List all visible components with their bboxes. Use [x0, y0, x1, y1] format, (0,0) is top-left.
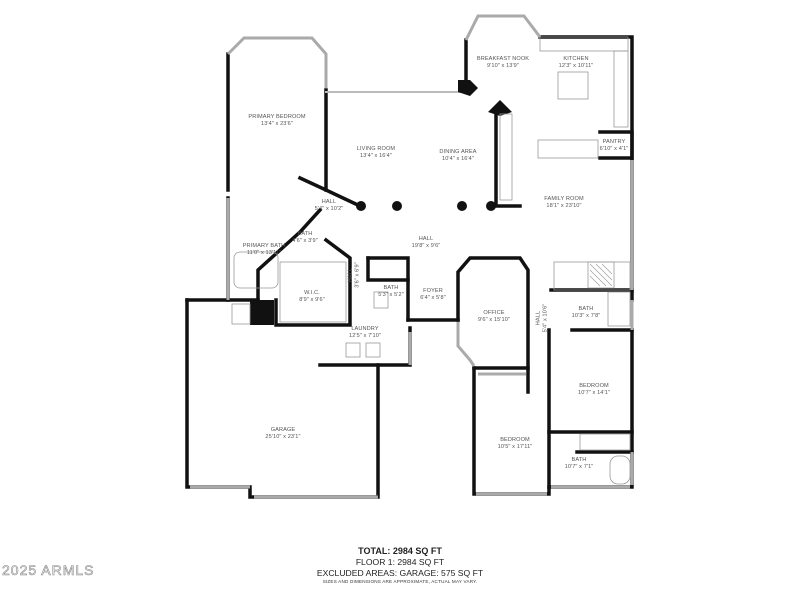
room-name: FAMILY ROOM — [544, 196, 584, 202]
room-dimensions: 11'0" x 13'11" — [246, 249, 282, 256]
room-dimensions: 4'6" x 3'9" — [292, 237, 318, 244]
total-area: TOTAL: 2984 SQ FT — [358, 546, 442, 556]
room-dimensions: 13'4" x 23'6" — [261, 120, 293, 127]
room-name: FOYER — [423, 288, 443, 294]
exterior-walls — [185, 35, 634, 499]
room-name: GARAGE — [270, 427, 296, 433]
room-name: OFFICE — [483, 310, 505, 316]
room-dimensions: 5'3" x 5'2" — [378, 291, 404, 298]
room-name: BATH — [383, 285, 399, 291]
room-name: BEDROOM — [500, 437, 530, 443]
room-dimensions: 19'8" x 9'6" — [411, 242, 441, 249]
room-dimensions: 25'10" x 23'1" — [265, 433, 301, 440]
room-label-wic: W.I.C.8'9" x 9'6" — [299, 290, 325, 303]
room-dimensions: 10'4" x 16'4" — [442, 155, 474, 162]
room-name: PANTRY — [602, 139, 626, 145]
room-dimensions: 10'7" x 7'1" — [564, 463, 594, 470]
room-name: HALL — [535, 310, 542, 326]
columns — [250, 80, 512, 325]
room-name: BEDROOM — [579, 383, 609, 389]
room-dimensions: 3'6" x 6'9" — [354, 262, 360, 288]
room-dimensions: 9'10" x 13'9" — [487, 62, 519, 69]
room-dimensions: 8'9" x 9'6" — [299, 296, 325, 303]
excluded-areas: EXCLUDED AREAS: GARAGE: 575 SQ FT — [316, 568, 484, 578]
room-name: BATH — [571, 457, 587, 463]
room-dimensions: 6'4" x 5'8" — [420, 294, 446, 301]
room-dimensions: 12'3" x 10'11" — [558, 62, 594, 69]
room-dimensions: 12'5" x 7'10" — [349, 332, 381, 339]
fireplace-hatch — [589, 263, 613, 287]
room-dimensions: 10'3" x 7'8" — [571, 312, 601, 319]
floor-area: FLOOR 1: 2984 SQ FT — [355, 557, 445, 567]
room-name: KITCHEN — [563, 56, 589, 62]
room-name: HALL — [418, 236, 434, 242]
room-name: PRIMARY BEDROOM — [248, 114, 306, 120]
room-dimensions: 10'5" x 17'11" — [497, 443, 533, 450]
room-name: HALL — [321, 199, 337, 205]
room-name: HALL — [347, 267, 354, 283]
room-name: BATH — [297, 231, 313, 237]
watermark: 2025 ARMLS — [2, 562, 95, 579]
fixtures — [231, 36, 631, 485]
windows — [190, 14, 634, 499]
room-dimensions: 13'4" x 16'4" — [360, 152, 392, 159]
room-dimensions: 6'10" x 4'1" — [599, 145, 629, 152]
room-dimensions: 10'7" x 14'1" — [578, 389, 610, 396]
room-dimensions: 9'6" x 15'10" — [478, 316, 510, 323]
room-name: DINING AREA — [439, 149, 477, 155]
room-name: LIVING ROOM — [356, 146, 396, 152]
area-summary: TOTAL: 2984 SQ FT FLOOR 1: 2984 SQ FT EX… — [0, 546, 800, 585]
room-dimensions: 18'1" x 23'10" — [546, 202, 582, 209]
room-name: BATH — [578, 306, 594, 312]
room-name: BREAKFAST NOOK — [476, 56, 530, 62]
room-name: W.I.C. — [304, 290, 320, 296]
room-dimensions: 5'4" x 10'6" — [542, 303, 548, 333]
disclaimer: SIZES AND DIMENSIONS ARE APPROXIMATE, AC… — [322, 579, 478, 584]
room-name: PRIMARY BATH — [242, 243, 286, 249]
room-name: LAUNDRY — [351, 326, 379, 332]
room-dimensions: 5'4" x 10'2" — [314, 205, 344, 212]
